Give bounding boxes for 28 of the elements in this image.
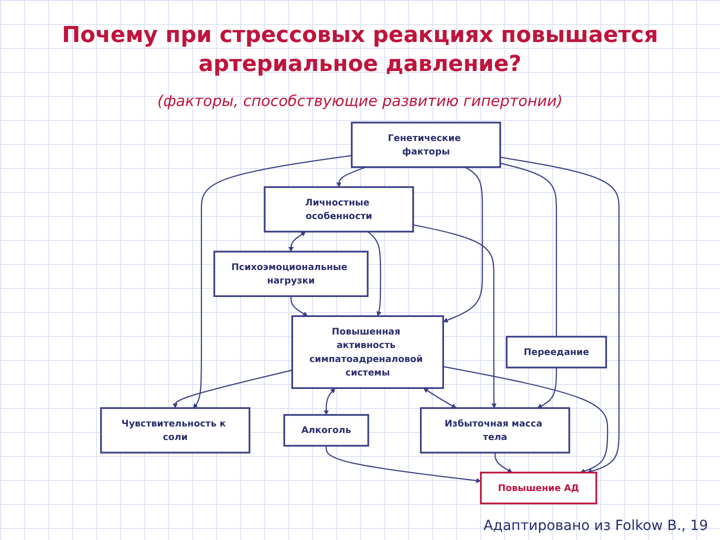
arrow xyxy=(193,154,352,408)
title: Почему при стрессовых реакциях повышается артериальное давление? xyxy=(60,22,660,79)
node-box: Переедание xyxy=(506,336,607,368)
arrow xyxy=(326,446,482,484)
arrow xyxy=(336,166,366,188)
arrow xyxy=(413,224,497,408)
node-box: Чувствительность к соли xyxy=(100,407,250,454)
connector xyxy=(500,162,557,337)
arrow xyxy=(423,388,456,408)
node-box: Психоэмоциональные нагрузки xyxy=(213,250,369,298)
source-note: Адаптировано из Folkow B., 19 xyxy=(483,518,708,534)
arrow xyxy=(290,296,308,316)
arrow xyxy=(500,156,620,474)
arrow xyxy=(367,231,382,316)
arrow xyxy=(288,232,306,252)
arrow xyxy=(537,368,557,408)
arrow xyxy=(443,366,608,474)
arrow xyxy=(324,388,336,416)
node-box: Алкоголь xyxy=(283,414,370,447)
arrow xyxy=(442,166,483,323)
node-box: Личностные особенности xyxy=(264,186,414,232)
node-box: Генетические факторы xyxy=(350,122,502,168)
arrow xyxy=(172,370,292,408)
node-box: Повышенная активность симпатоадреналовой системы xyxy=(291,315,444,389)
node-box: Повышение АД xyxy=(480,472,598,504)
subtitle: (факторы, способствующие развитию гипертонии) xyxy=(156,92,564,110)
node-box: Избыточная масса тела xyxy=(420,407,570,454)
arrow xyxy=(494,452,512,473)
